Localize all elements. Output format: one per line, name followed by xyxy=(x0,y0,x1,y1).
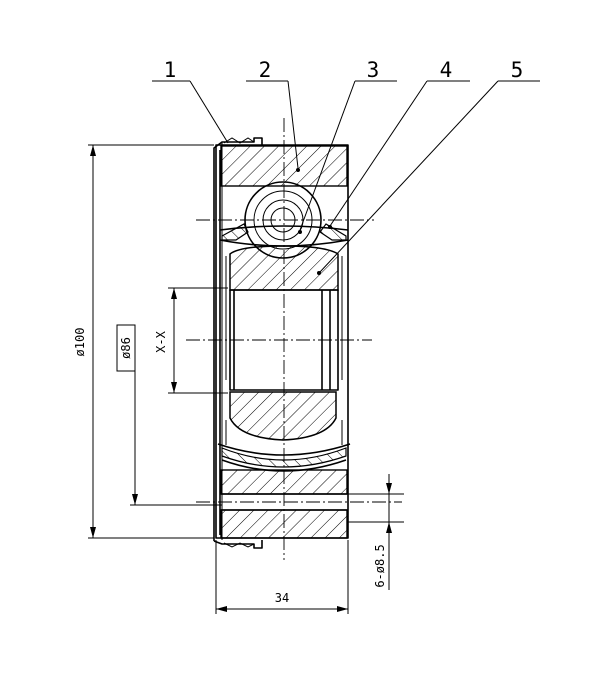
part-label-2: 2 xyxy=(259,58,272,82)
dimension-bore-diameter: ø86 xyxy=(116,324,222,506)
dimension-outer-diameter: ø100 xyxy=(73,144,214,539)
outer-diameter-label: ø100 xyxy=(73,328,87,357)
part-label-4: 4 xyxy=(440,58,453,82)
centre-lines xyxy=(186,118,402,560)
cage-bottom xyxy=(221,447,347,468)
dimension-section: X-X xyxy=(154,287,228,394)
bore-diameter-label: ø86 xyxy=(119,337,133,359)
bearing-section xyxy=(213,137,351,549)
section-mark-label: X-X xyxy=(154,330,168,352)
inner-race-bottom xyxy=(229,391,337,441)
part-label-5: 5 xyxy=(511,58,524,82)
part-label-group: 1 2 3 4 5 xyxy=(164,58,524,82)
cage-top xyxy=(221,223,249,241)
dimension-width: 34 xyxy=(215,540,349,614)
part-label-3: 3 xyxy=(367,58,380,82)
width-label: 34 xyxy=(275,591,289,605)
part-label-1: 1 xyxy=(164,58,177,82)
dimension-holes: 6-ø8.5 xyxy=(348,474,404,590)
holes-label: 6-ø8.5 xyxy=(373,544,387,587)
